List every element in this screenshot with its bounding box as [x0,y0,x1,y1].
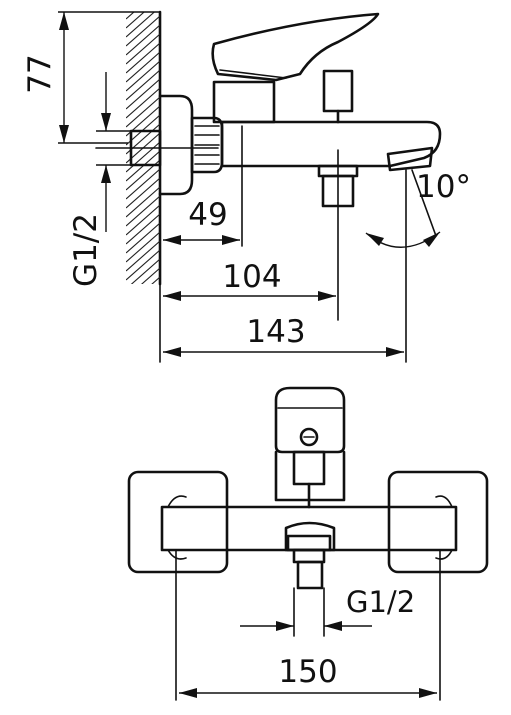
hatch-line [126,12,135,20]
hatch-line [126,168,160,200]
hatch-line [126,231,160,263]
hatch-line [126,24,160,56]
hatch-line [126,15,160,47]
hatch-line [126,12,145,29]
angle-dimension: 10° [365,169,471,363]
hatch-line [126,87,160,119]
hatch-line [126,213,160,245]
dim-49-label: 49 [188,197,227,233]
front-body-bar [160,505,458,552]
hatch-line [141,267,160,284]
dim-150: 150 [179,654,437,698]
hatch-line [126,33,160,65]
front-view: G1/2 150 [127,386,489,701]
hatch-line [126,313,160,343]
thread-front-label: G1/2 [346,585,415,619]
hatch-line [126,204,160,236]
left-plate [127,470,229,574]
angle-label: 10° [416,169,471,205]
hatch-line [126,0,160,10]
height-dimension: 77 [22,11,160,144]
dim-104-label: 104 [222,259,281,295]
faucet-side-body [95,12,442,321]
height-label: 77 [22,54,58,93]
hatch-line [126,177,160,209]
dim-150-label: 150 [278,654,337,690]
hatch-line [126,249,160,281]
front-handle [274,386,346,454]
hatch-line [126,286,160,316]
right-plate [387,470,489,574]
hatch-line [126,195,160,227]
hatch-line [126,69,160,101]
hatch-line [126,186,160,218]
hatch-line [126,42,160,74]
hatch-line [130,258,160,284]
thread-side-dimension: G1/2 [68,72,132,287]
thread-front-dimension: G1/2 [240,585,415,631]
hatch-line [126,304,160,334]
hatch-line [151,276,160,284]
thread-side-label: G1/2 [68,213,104,287]
hatch-line [126,295,160,325]
side-view: 77 G1/2 [22,0,471,363]
diverter-knob [299,427,319,447]
hatch-line [126,222,160,254]
hatch-line [126,240,160,272]
hatch-line [126,141,160,173]
wall-hatching [126,0,162,343]
dim-104: 104 [159,259,336,363]
hatch-line [126,12,156,38]
hatch-line [126,60,160,92]
dim-143-label: 143 [246,314,305,350]
hatch-line [126,96,160,128]
hatch-line [126,78,160,110]
dim-143: 143 [163,314,404,357]
front-spout [284,521,336,552]
hatch-line [126,51,160,83]
dim-49: 49 [163,197,240,245]
